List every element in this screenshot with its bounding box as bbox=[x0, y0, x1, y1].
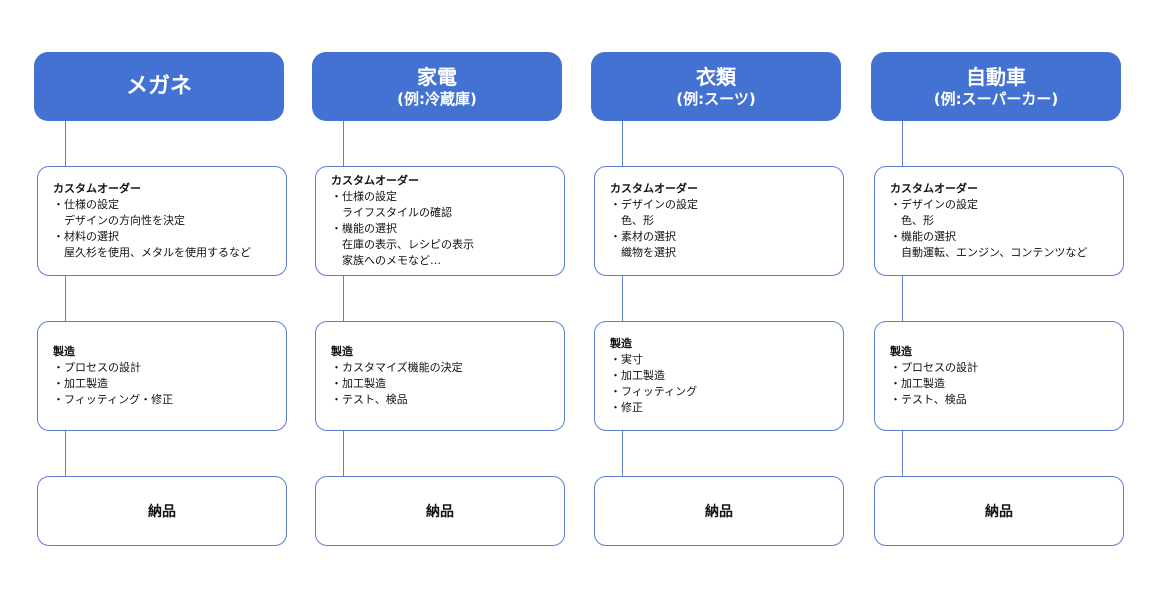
category-header: 衣類 (例:スーツ) bbox=[591, 52, 841, 121]
custom-order-line: ・デザインの設定 bbox=[890, 198, 978, 211]
manufacturing-box: 製造 ・プロセスの設計 ・加工製造 ・テスト、検品 bbox=[874, 321, 1124, 431]
delivery-box: 納品 bbox=[594, 476, 844, 546]
category-header: 自動車 (例:スーパーカー) bbox=[871, 52, 1121, 121]
connector-line bbox=[902, 276, 903, 322]
delivery-label: 納品 bbox=[148, 504, 176, 520]
connector-line bbox=[622, 276, 623, 322]
manufacturing-box: 製造 ・プロセスの設計 ・加工製造 ・フィッティング・修正 bbox=[37, 321, 287, 431]
custom-order-line: 自動運転、エンジン、コンテンツなど bbox=[890, 246, 1088, 259]
delivery-box: 納品 bbox=[874, 476, 1124, 546]
custom-order-heading: カスタムオーダー bbox=[610, 182, 698, 195]
custom-order-box: カスタムオーダー ・仕様の設定 デザインの方向性を決定 ・材料の選択 屋久杉を使… bbox=[37, 166, 287, 276]
connector-line bbox=[65, 120, 66, 166]
category-header: メガネ bbox=[34, 52, 284, 121]
delivery-label: 納品 bbox=[426, 504, 454, 520]
delivery-box: 納品 bbox=[37, 476, 287, 546]
custom-order-line: ・機能の選択 bbox=[331, 222, 397, 235]
manufacturing-heading: 製造 bbox=[610, 337, 632, 350]
manufacturing-line: ・加工製造 bbox=[331, 377, 386, 390]
connector-line bbox=[622, 120, 623, 166]
custom-order-line: ・材料の選択 bbox=[53, 230, 119, 243]
custom-order-box: カスタムオーダー ・デザインの設定 色、形 ・機能の選択 自動運転、エンジン、コ… bbox=[874, 166, 1124, 276]
connector-line bbox=[902, 431, 903, 477]
custom-order-line: ・仕様の設定 bbox=[331, 190, 397, 203]
custom-order-line: 家族へのメモなど… bbox=[331, 254, 441, 267]
manufacturing-line: ・実寸 bbox=[610, 353, 643, 366]
connector-line bbox=[343, 431, 344, 477]
manufacturing-line: ・加工製造 bbox=[890, 377, 945, 390]
custom-order-line: 屋久杉を使用、メタルを使用するなど bbox=[53, 246, 251, 259]
connector-line bbox=[343, 120, 344, 166]
custom-order-heading: カスタムオーダー bbox=[53, 182, 141, 195]
column-car: 自動車 (例:スーパーカー) カスタムオーダー ・デザインの設定 色、形 ・機能… bbox=[871, 0, 1124, 600]
manufacturing-line: ・フィッティング・修正 bbox=[53, 393, 174, 406]
manufacturing-box: 製造 ・実寸 ・加工製造 ・フィッティング ・修正 bbox=[594, 321, 844, 431]
manufacturing-line: ・プロセスの設計 bbox=[53, 361, 141, 374]
custom-order-line: ・仕様の設定 bbox=[53, 198, 119, 211]
connector-line bbox=[622, 431, 623, 477]
custom-order-line: 色、形 bbox=[890, 214, 934, 227]
custom-order-heading: カスタムオーダー bbox=[890, 182, 978, 195]
manufacturing-line: ・修正 bbox=[610, 401, 643, 414]
custom-order-line: 色、形 bbox=[610, 214, 654, 227]
manufacturing-heading: 製造 bbox=[331, 345, 353, 358]
manufacturing-line: ・フィッティング bbox=[610, 385, 698, 398]
connector-line bbox=[65, 431, 66, 477]
category-title: 衣類 bbox=[696, 64, 736, 89]
manufacturing-line: ・プロセスの設計 bbox=[890, 361, 978, 374]
delivery-label: 納品 bbox=[705, 504, 733, 520]
connector-line bbox=[65, 276, 66, 322]
category-subtitle: (例:スーツ) bbox=[676, 89, 756, 108]
category-header: 家電 (例:冷蔵庫) bbox=[312, 52, 562, 121]
manufacturing-heading: 製造 bbox=[53, 345, 75, 358]
delivery-box: 納品 bbox=[315, 476, 565, 546]
category-subtitle: (例:スーパーカー) bbox=[933, 89, 1059, 108]
custom-order-line: ・素材の選択 bbox=[610, 230, 676, 243]
custom-order-line: 在庫の表示、レシピの表示 bbox=[331, 238, 474, 251]
manufacturing-line: ・テスト、検品 bbox=[890, 393, 967, 406]
custom-order-line: ・デザインの設定 bbox=[610, 198, 698, 211]
custom-order-box: カスタムオーダー ・デザインの設定 色、形 ・素材の選択 織物を選択 bbox=[594, 166, 844, 276]
custom-order-line: ライフスタイルの確認 bbox=[331, 206, 452, 219]
category-title: メガネ bbox=[125, 73, 192, 99]
connector-line bbox=[343, 276, 344, 322]
category-subtitle: (例:冷蔵庫) bbox=[397, 89, 477, 108]
connector-line bbox=[902, 120, 903, 166]
manufacturing-heading: 製造 bbox=[890, 345, 912, 358]
category-title: 自動車 bbox=[966, 64, 1026, 89]
custom-order-heading: カスタムオーダー bbox=[331, 174, 419, 187]
manufacturing-line: ・加工製造 bbox=[53, 377, 108, 390]
custom-order-box: カスタムオーダー ・仕様の設定 ライフスタイルの確認 ・機能の選択 在庫の表示、… bbox=[315, 166, 565, 276]
column-glasses: メガネ カスタムオーダー ・仕様の設定 デザインの方向性を決定 ・材料の選択 屋… bbox=[34, 0, 287, 600]
manufacturing-box: 製造 ・カスタマイズ機能の決定 ・加工製造 ・テスト、検品 bbox=[315, 321, 565, 431]
manufacturing-line: ・加工製造 bbox=[610, 369, 665, 382]
custom-order-line: ・機能の選択 bbox=[890, 230, 956, 243]
manufacturing-line: ・カスタマイズ機能の決定 bbox=[331, 361, 463, 374]
custom-order-line: デザインの方向性を決定 bbox=[53, 214, 185, 227]
delivery-label: 納品 bbox=[985, 504, 1013, 520]
manufacturing-line: ・テスト、検品 bbox=[331, 393, 408, 406]
column-appliance: 家電 (例:冷蔵庫) カスタムオーダー ・仕様の設定 ライフスタイルの確認 ・機… bbox=[312, 0, 565, 600]
custom-order-line: 織物を選択 bbox=[610, 246, 676, 259]
column-clothing: 衣類 (例:スーツ) カスタムオーダー ・デザインの設定 色、形 ・素材の選択 … bbox=[591, 0, 844, 600]
category-title: 家電 bbox=[417, 64, 457, 89]
